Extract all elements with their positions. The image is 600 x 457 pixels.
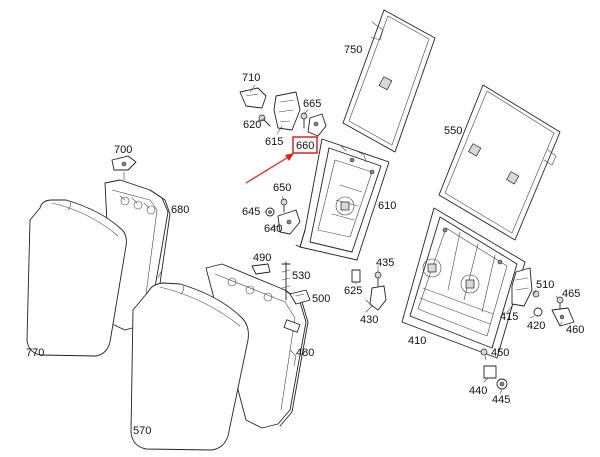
label-410: 410 xyxy=(408,335,426,347)
label-450: 450 xyxy=(491,347,509,359)
part-660-bracket[interactable] xyxy=(307,113,327,137)
label-700: 700 xyxy=(114,144,132,156)
highlight-arrow xyxy=(245,153,294,184)
highlight-box-660 xyxy=(292,136,318,154)
label-625: 625 xyxy=(344,285,362,297)
label-710: 710 xyxy=(242,72,260,84)
part-710-bracket[interactable] xyxy=(239,87,267,109)
part-435-screw[interactable] xyxy=(374,271,382,287)
part-490-clip[interactable] xyxy=(251,263,271,275)
label-570: 570 xyxy=(133,425,151,437)
part-480-backrest-cushion[interactable] xyxy=(205,263,309,429)
part-610-backrest-frame[interactable] xyxy=(295,138,390,261)
label-650: 650 xyxy=(273,182,291,194)
label-460: 460 xyxy=(566,324,584,336)
label-660-highlighted[interactable]: 660 xyxy=(296,140,314,152)
label-435: 435 xyxy=(376,257,394,269)
part-415-mechanism[interactable] xyxy=(511,267,533,307)
part-640-bracket[interactable] xyxy=(277,209,301,235)
part-410-backrest-frame[interactable] xyxy=(401,207,526,359)
part-570-seat-foam[interactable] xyxy=(130,282,249,451)
part-550-rear-panel[interactable] xyxy=(438,84,561,241)
part-420-bushing[interactable] xyxy=(533,307,543,317)
label-430: 430 xyxy=(360,314,378,326)
part-700-clip[interactable] xyxy=(111,155,137,181)
part-500-latch[interactable] xyxy=(289,289,311,305)
label-610: 610 xyxy=(378,200,396,212)
label-420: 420 xyxy=(527,320,545,332)
part-460-latch[interactable] xyxy=(551,307,575,327)
label-530: 530 xyxy=(292,270,310,282)
label-510: 510 xyxy=(536,279,554,291)
part-450-screw[interactable] xyxy=(480,348,488,356)
label-480: 480 xyxy=(296,347,314,359)
label-640: 640 xyxy=(264,223,282,235)
part-615-mechanism[interactable] xyxy=(273,91,301,131)
part-445-nut[interactable] xyxy=(496,378,508,390)
label-465: 465 xyxy=(562,288,580,300)
part-625-clip[interactable] xyxy=(351,269,361,283)
label-415: 415 xyxy=(500,311,518,323)
label-620: 620 xyxy=(243,119,261,131)
part-650-screw[interactable] xyxy=(280,198,288,213)
label-615: 615 xyxy=(265,136,283,148)
part-465-screw[interactable] xyxy=(556,296,564,311)
leader-lines xyxy=(249,84,563,395)
label-440: 440 xyxy=(469,385,487,397)
part-750-rear-panel[interactable] xyxy=(342,9,436,153)
part-440-bracket[interactable] xyxy=(483,365,497,379)
part-645-washer[interactable] xyxy=(265,207,275,217)
label-445: 445 xyxy=(492,394,510,406)
label-490: 490 xyxy=(253,252,271,264)
label-680: 680 xyxy=(171,204,189,216)
part-770-seat-foam[interactable] xyxy=(26,199,127,357)
label-770: 770 xyxy=(26,347,44,359)
part-530-rod[interactable] xyxy=(281,261,291,301)
part-430-lever[interactable] xyxy=(365,285,387,311)
label-645: 645 xyxy=(242,206,260,218)
part-665-screw[interactable] xyxy=(300,112,308,129)
label-665: 665 xyxy=(303,98,321,110)
label-750: 750 xyxy=(344,44,362,56)
label-500: 500 xyxy=(312,293,330,305)
label-550: 550 xyxy=(444,125,462,137)
